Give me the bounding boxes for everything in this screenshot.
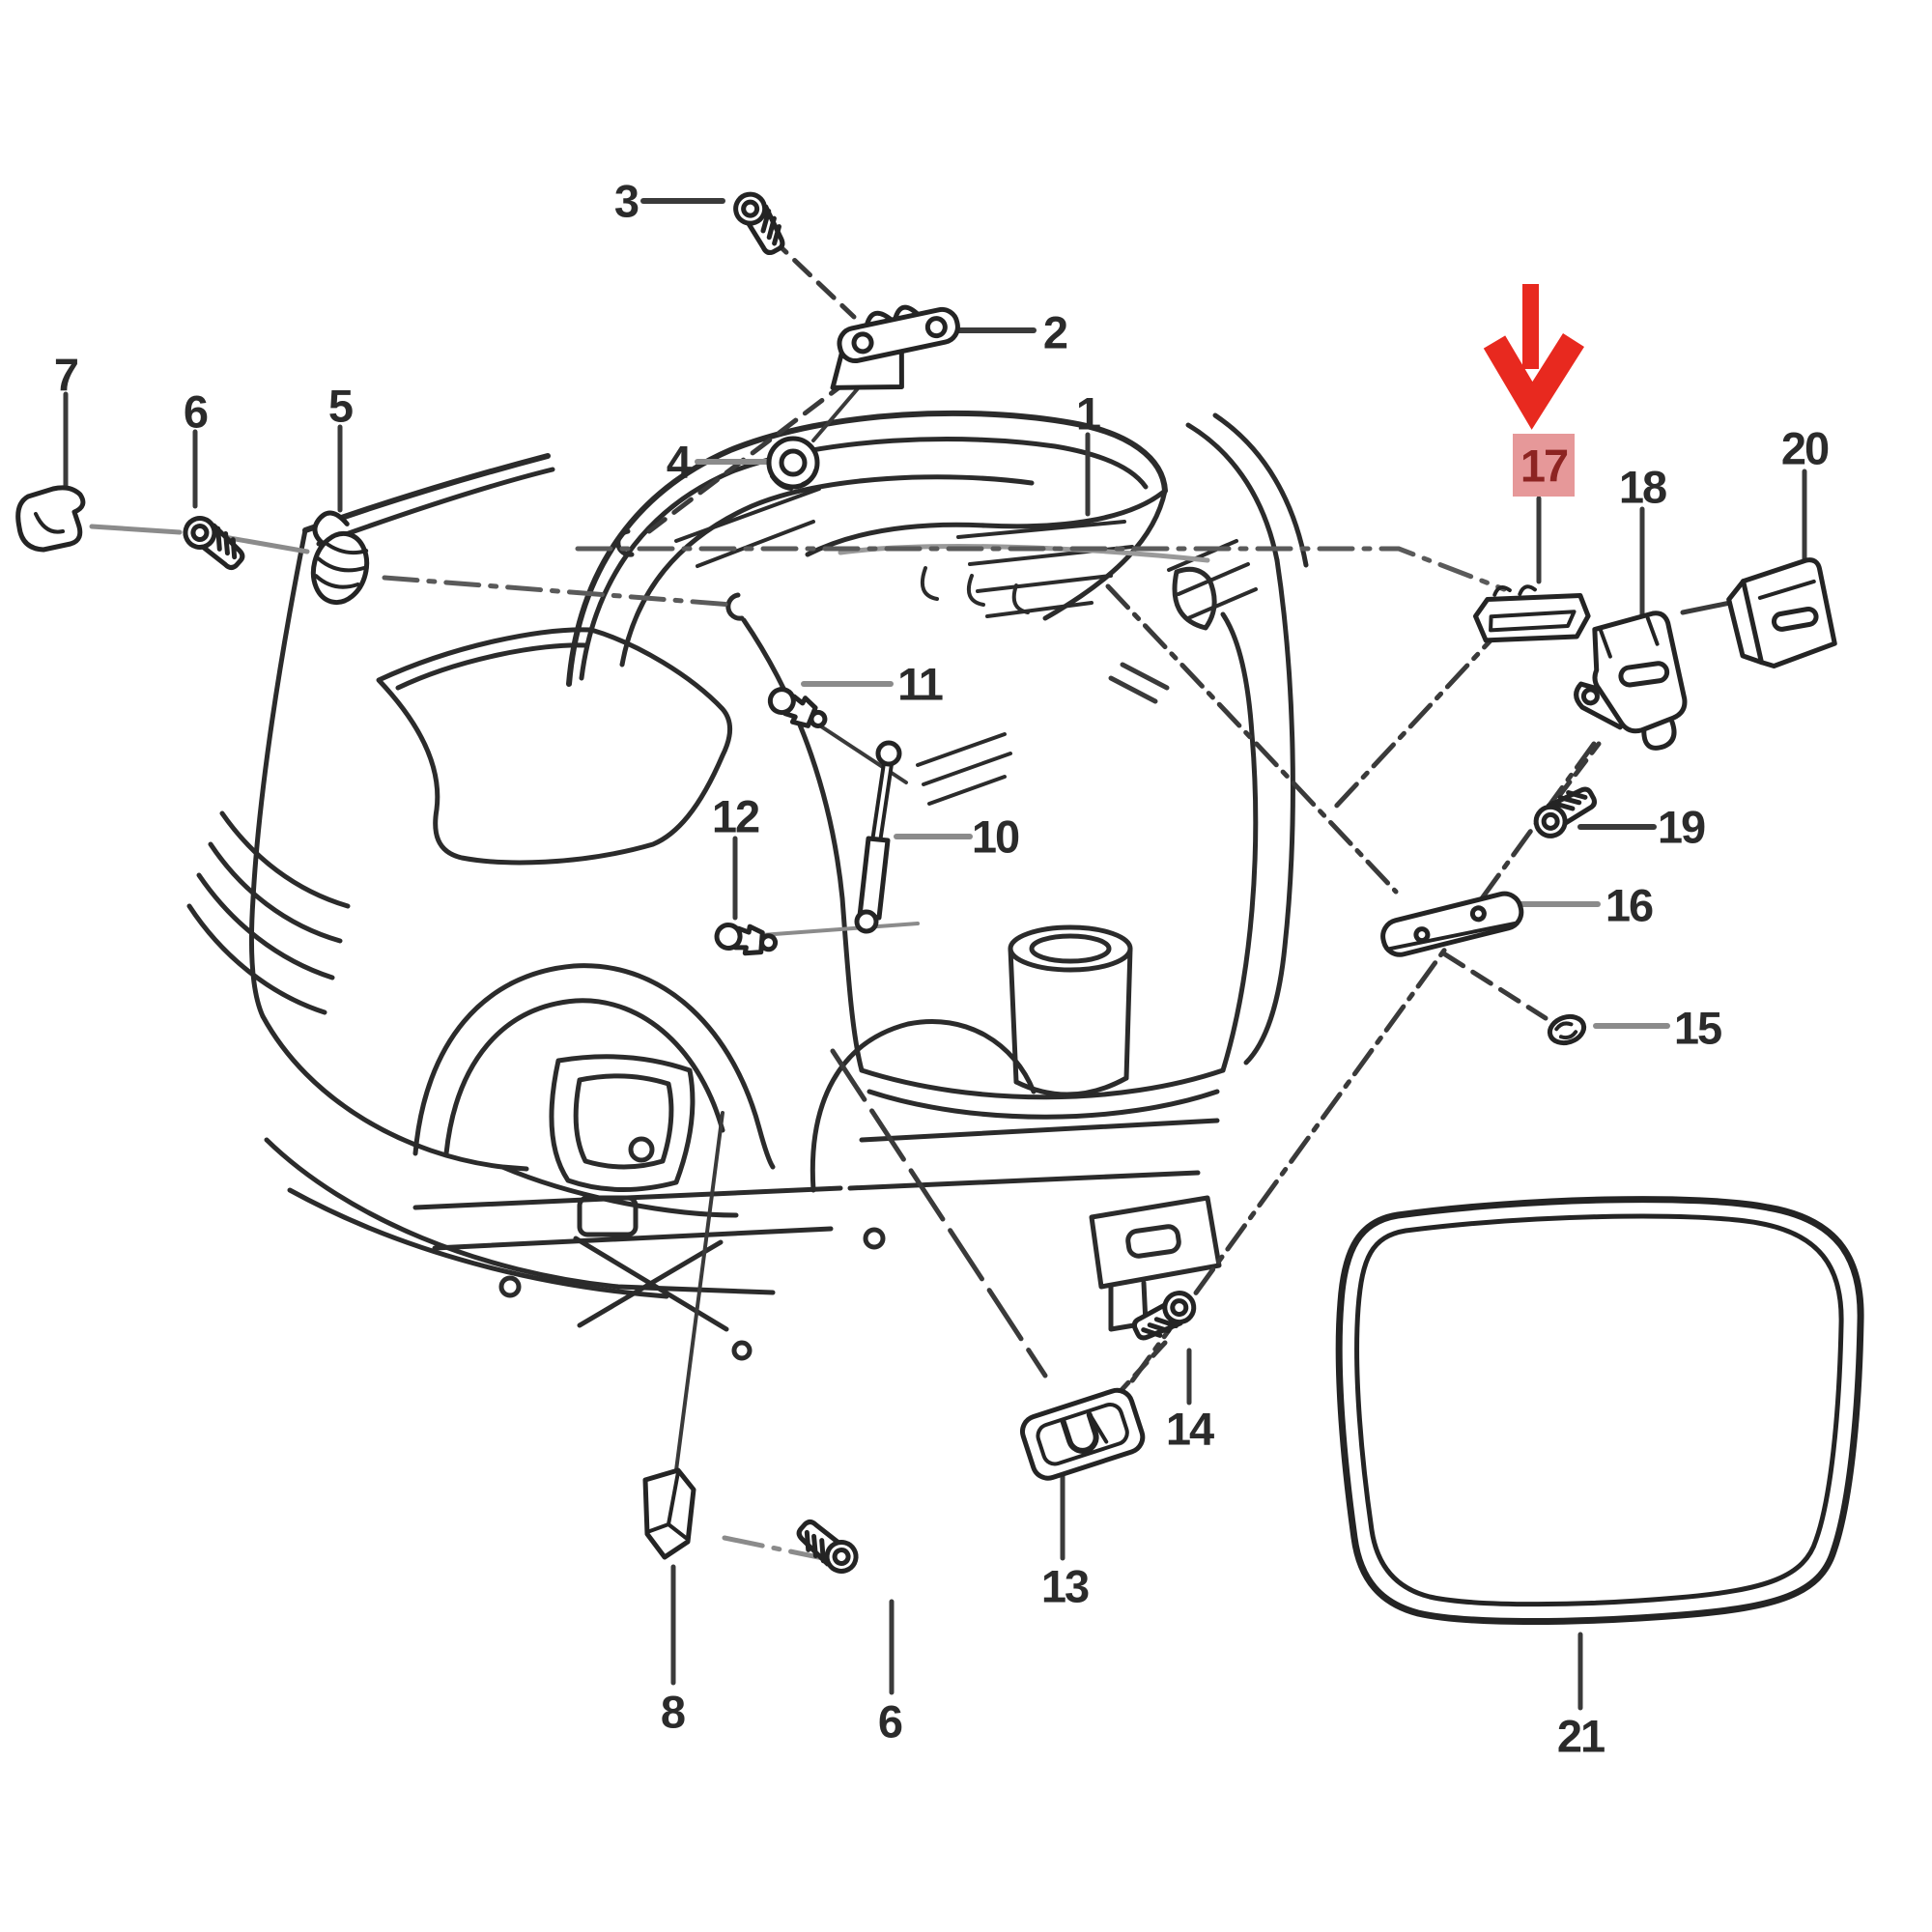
part-label-10: 10 bbox=[971, 810, 1020, 863]
quarter-window bbox=[376, 627, 732, 866]
part-label-1: 1 bbox=[1075, 387, 1101, 440]
part-label-20: 20 bbox=[1780, 422, 1830, 474]
part-3-screw bbox=[724, 188, 797, 257]
part-16-handle-strip bbox=[1380, 891, 1524, 957]
datum-line-top bbox=[575, 546, 1507, 592]
part-6-screw-upper bbox=[180, 515, 249, 570]
taillight-recess bbox=[549, 1054, 696, 1193]
car-body-line-art bbox=[186, 412, 1309, 1361]
part-label-11: 11 bbox=[897, 658, 944, 710]
part-label-19: 19 bbox=[1657, 801, 1706, 853]
part-11-ball-stud bbox=[765, 684, 830, 735]
leader-lines bbox=[63, 198, 1807, 1711]
part-17-license-light bbox=[1472, 584, 1591, 643]
part-label-12: 12 bbox=[711, 790, 760, 842]
tailgate-outer-edge bbox=[566, 410, 1168, 687]
highlight-arrow-icon bbox=[1483, 284, 1584, 430]
part-15-clip bbox=[1547, 1013, 1587, 1046]
part-20-lock-cover bbox=[1726, 557, 1837, 668]
part-4-grommet bbox=[766, 436, 820, 491]
part-label-15: 15 bbox=[1673, 1002, 1722, 1054]
part-label-5: 5 bbox=[327, 380, 354, 432]
part-12-ball-stud bbox=[715, 922, 778, 958]
part-label-8: 8 bbox=[660, 1686, 686, 1738]
part-label-16: 16 bbox=[1605, 879, 1654, 931]
part-label-18: 18 bbox=[1618, 461, 1667, 513]
part-label-7: 7 bbox=[53, 349, 79, 401]
wheel-arch bbox=[412, 963, 776, 1170]
part-label-6-upper: 6 bbox=[183, 385, 209, 438]
part-7-buffer-cap bbox=[15, 485, 86, 553]
part-21-seal bbox=[1335, 1196, 1864, 1625]
part-6-screw-lower bbox=[792, 1520, 862, 1575]
spare-well bbox=[1008, 924, 1133, 1097]
part-label-3: 3 bbox=[613, 175, 639, 227]
part-glyphs bbox=[15, 188, 1864, 1625]
part-2-hinge bbox=[830, 304, 960, 390]
part-8-wedge bbox=[642, 1467, 696, 1560]
highlight-box-17 bbox=[1513, 434, 1575, 497]
part-10-gas-strut bbox=[854, 740, 902, 934]
floor-x-brace bbox=[573, 1236, 729, 1332]
part-label-6-lower: 6 bbox=[877, 1695, 903, 1747]
part-label-17-highlighted: 17 bbox=[1520, 440, 1569, 492]
part-13-striker bbox=[1019, 1387, 1146, 1481]
part-label-13: 13 bbox=[1040, 1560, 1090, 1612]
part-label-2: 2 bbox=[1042, 306, 1068, 358]
part-label-4: 4 bbox=[666, 436, 692, 488]
part-18-lock bbox=[1574, 611, 1688, 751]
part-label-14: 14 bbox=[1165, 1403, 1214, 1455]
part-5-hinge-cover bbox=[310, 510, 370, 606]
part-label-21: 21 bbox=[1556, 1710, 1605, 1762]
trunk-opening bbox=[741, 617, 865, 1073]
